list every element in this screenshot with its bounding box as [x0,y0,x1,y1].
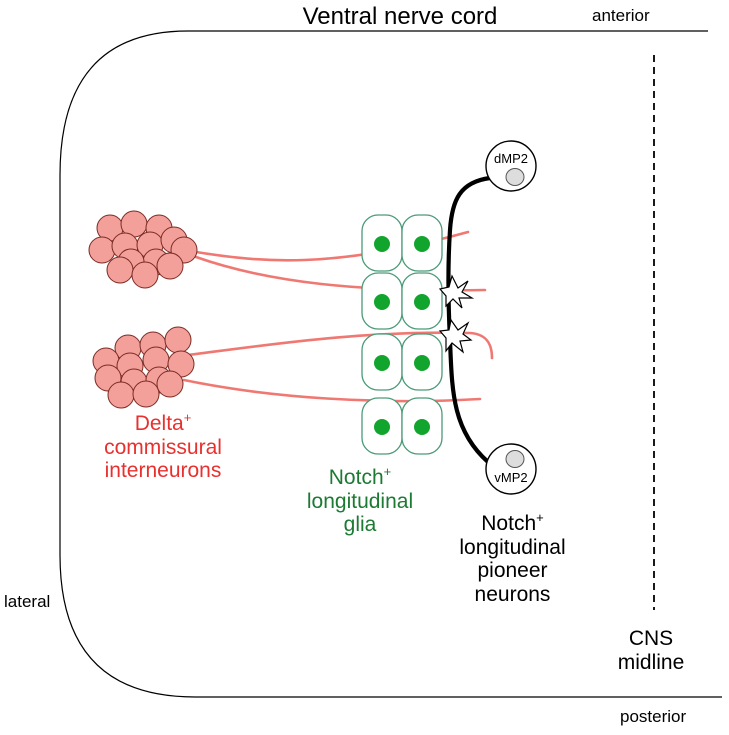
interneurons-label-line3: interneurons [104,459,222,483]
interneuron-cell [132,380,160,408]
posterior-label: posterior [620,707,687,726]
commissural-axons [178,230,494,403]
interneurons-label-line1: Delta [134,412,184,435]
interneuron-cell [107,381,135,409]
interneuron-cell [106,256,134,284]
lateral-label: lateral [4,592,51,611]
growth-cone-upper [438,274,475,309]
interneuron-cell [156,370,184,398]
glia-nucleus [414,419,430,435]
interneuron-cell [88,236,116,264]
glia-nucleus [414,294,430,310]
glia-label-sup: + [383,464,392,479]
interneuron-cluster-upper [88,210,198,289]
pioneer-label-line3: pioneer [477,559,548,583]
glia-nucleus [414,355,430,371]
diagram-title: Ventral nerve cord [302,3,498,30]
anterior-label: anterior [592,6,650,25]
cns-midline-label: CNS midline [606,627,696,674]
glia-label-line1: Notch [328,466,384,489]
glia-nucleus [374,355,390,371]
glia-nucleus [374,236,390,252]
glia-label-line3: glia [343,513,377,537]
growth-cone-lower [438,318,473,354]
pioneer-neurons-label: Notch+ longitudinal pioneer neurons [440,510,585,606]
pioneer-label-line2: longitudinal [459,535,566,559]
vMP2-label: vMP2 [494,470,527,485]
glia-label: Notch+ longitudinal glia [290,464,430,537]
dMP2-nucleus [505,168,525,186]
pioneer-label-sup: + [536,510,544,525]
glia-label-line2: longitudinal [306,489,414,513]
cns-midline-line2: midline [617,650,685,674]
dMP2-neuron: dMP2 [485,140,537,192]
pioneer-label-line1: Notch [481,512,537,535]
cns-midline-line1: CNS [628,627,674,650]
axon-lower-2 [182,378,482,403]
interneuron-cell [131,261,159,289]
interneurons-label-line2: commissural [104,435,222,459]
interneurons-label-sup: + [183,410,192,425]
vMP2-nucleus [505,450,525,468]
interneuron-cell [164,326,192,354]
glia-nucleus [374,419,390,435]
glia-nucleus [374,294,390,310]
interneurons-label: Delta+ commissural interneurons [78,410,248,483]
interneuron-cell [156,252,184,280]
longitudinal-glia [361,214,443,455]
pioneer-axon [446,175,493,465]
axon-lower-1 [178,331,494,360]
nerve-cord-outline [59,30,722,698]
pioneer-label-line4: neurons [474,582,551,606]
glia-nucleus [414,236,430,252]
interneuron-cluster-lower [92,326,195,409]
vMP2-neuron: vMP2 [485,443,537,495]
dMP2-label: dMP2 [494,151,528,166]
